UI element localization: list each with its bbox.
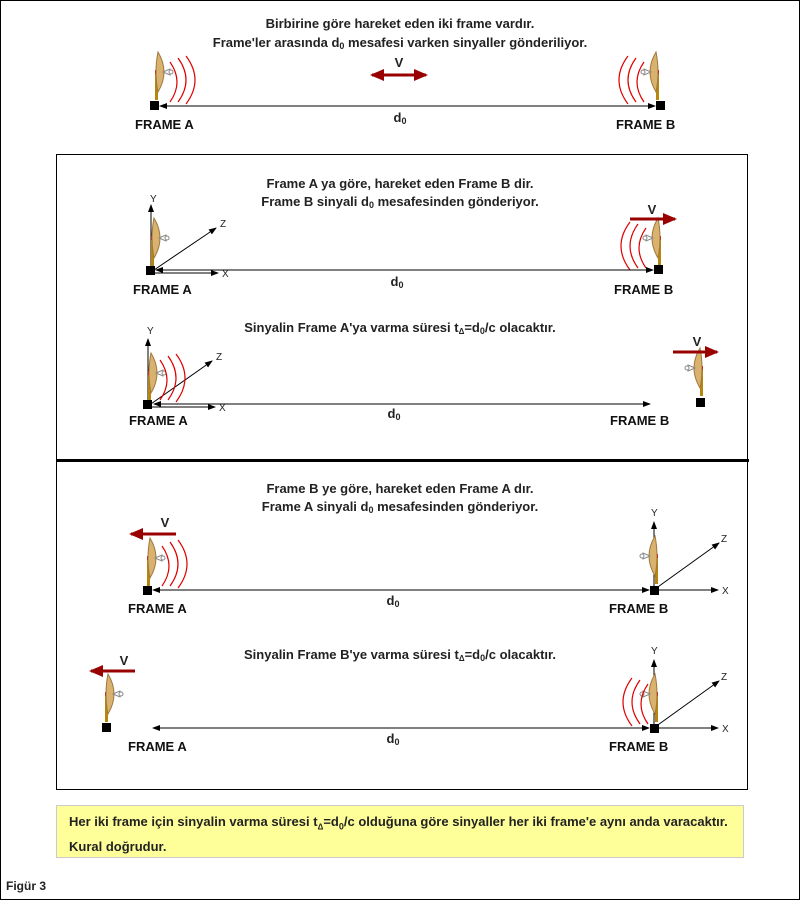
- panel3-frame-b-label: FRAME B: [609, 601, 668, 616]
- frame-a-origin: [146, 266, 155, 275]
- top-distance-label: d0: [394, 110, 407, 126]
- panel2-frame-b-label: FRAME B: [610, 413, 669, 428]
- svg-text:X: X: [219, 403, 226, 414]
- frame-a-origin: [150, 101, 159, 110]
- scenario-panel: [56, 154, 748, 790]
- signal-wave-icon: [619, 56, 644, 104]
- svg-text:Y: Y: [651, 646, 658, 657]
- frame-b-origin: [654, 265, 663, 274]
- z-axis: [654, 542, 720, 590]
- top-caption-line2: Frame'ler arasında d0 mesafesi varken si…: [213, 35, 587, 51]
- z-axis: [654, 680, 720, 728]
- panel3-frame-b: Y X Z: [640, 508, 729, 597]
- top-frame-b-label: FRAME B: [616, 117, 675, 132]
- antenna-icon: [104, 673, 124, 723]
- antenna-icon: [154, 51, 174, 101]
- panel3-frame-a-label: FRAME A: [128, 601, 187, 616]
- antenna-icon: [150, 217, 170, 267]
- frame-b-origin: [656, 101, 665, 110]
- frame-b-origin: [650, 724, 659, 733]
- z-axis: [147, 360, 213, 407]
- panel3-caption-line2: Frame A sinyali d0 mesafesinden gönderiy…: [262, 499, 538, 515]
- panel1-frame-a-label: FRAME A: [133, 282, 192, 297]
- panel2-frame-a: Y X Z: [143, 326, 226, 414]
- panel2-distance-label: d0: [388, 406, 401, 422]
- frame-a-origin: [143, 586, 152, 595]
- panel4-frame-a-label: FRAME A: [128, 739, 187, 754]
- panel1-frame-b: [621, 218, 663, 274]
- z-axis: [150, 227, 217, 273]
- frame-a-origin: [102, 723, 111, 732]
- panel4-frame-b: Y X Z: [623, 646, 729, 735]
- panel4-distance-label: d0: [387, 731, 400, 747]
- svg-text:Y: Y: [150, 194, 157, 205]
- svg-text:X: X: [722, 724, 729, 735]
- svg-text:Z: Z: [216, 352, 222, 363]
- panel4-frame-a: [102, 673, 124, 732]
- svg-text:X: X: [222, 269, 229, 280]
- top-frame-a: [150, 51, 196, 110]
- top-frame-a-label: FRAME A: [135, 117, 194, 132]
- antenna-icon: [146, 537, 166, 587]
- panel3-caption-line1: Frame B ye göre, hareket eden Frame A dı…: [266, 481, 533, 496]
- antenna-icon: [643, 218, 661, 266]
- panel2-frame-a-label: FRAME A: [129, 413, 188, 428]
- panel-divider: [56, 459, 749, 462]
- panel1-caption-line2: Frame B sinyali d0 mesafesinden gönderiy…: [261, 194, 538, 210]
- panel1-caption-line1: Frame A ya göre, hareket eden Frame B di…: [266, 176, 533, 191]
- svg-text:X: X: [722, 586, 729, 597]
- panel2-frame-b: [685, 348, 705, 407]
- antenna-icon: [641, 52, 659, 100]
- panel1-velocity-label: V: [648, 202, 657, 217]
- svg-text:Z: Z: [721, 672, 727, 683]
- conclusion-note: Her iki frame için sinyalin varma süresi…: [56, 805, 744, 858]
- frame-b-origin: [696, 398, 705, 407]
- figure-label: Figür 3: [6, 879, 47, 893]
- panel4-velocity-label: V: [120, 653, 129, 668]
- signal-wave-icon: [623, 678, 648, 726]
- signal-wave-icon: [159, 353, 186, 403]
- signal-wave-icon: [161, 539, 188, 589]
- panel3-frame-a: [143, 537, 188, 595]
- panel1-frame-a: Y X Z: [146, 194, 229, 280]
- signal-wave-icon: [621, 222, 646, 270]
- panel2-caption: Sinyalin Frame A'ya varma süresi tΔ=d0/c…: [244, 320, 555, 336]
- top-velocity-label: V: [395, 55, 404, 70]
- svg-text:Y: Y: [651, 508, 658, 519]
- top-caption-line1: Birbirine göre hareket eden iki frame va…: [266, 16, 535, 31]
- panel3-distance-label: d0: [387, 593, 400, 609]
- panel2-velocity-label: V: [693, 334, 702, 349]
- frame-b-origin: [650, 586, 659, 595]
- panel4-caption: Sinyalin Frame B'ye varma süresi tΔ=d0/c…: [244, 647, 556, 663]
- antenna-icon: [685, 348, 703, 396]
- top-frame-b: [619, 52, 665, 110]
- svg-text:Z: Z: [220, 219, 226, 230]
- svg-text:Y: Y: [147, 326, 154, 337]
- frame-a-origin: [143, 400, 152, 409]
- svg-text:Z: Z: [721, 534, 727, 545]
- panel4-frame-b-label: FRAME B: [609, 739, 668, 754]
- panel3-velocity-label: V: [161, 515, 170, 530]
- panel1-frame-b-label: FRAME B: [614, 282, 673, 297]
- signal-wave-icon: [169, 55, 196, 105]
- antenna-icon: [640, 536, 658, 584]
- panel1-distance-label: d0: [391, 274, 404, 290]
